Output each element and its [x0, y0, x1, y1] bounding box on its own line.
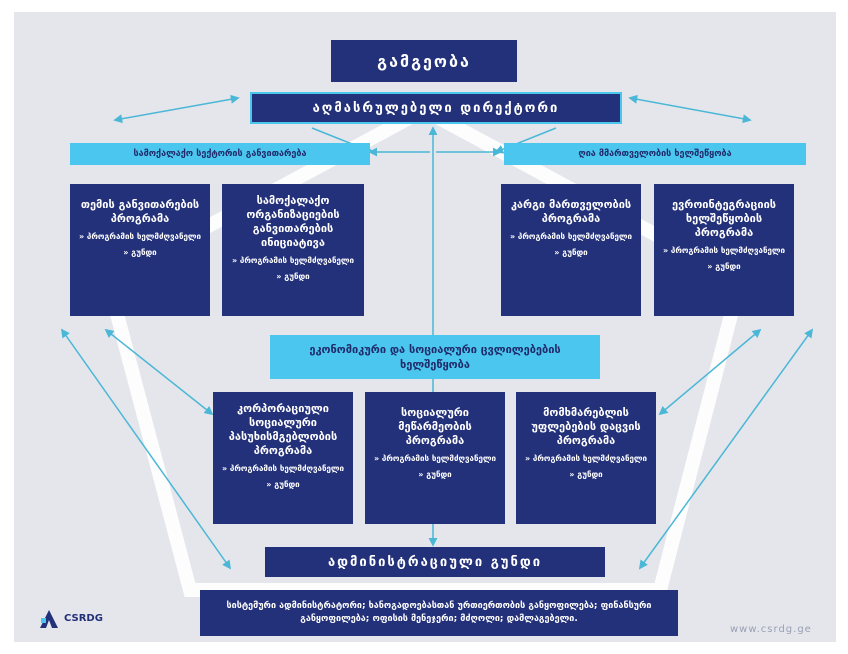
- card-title: სოციალური მეწარმეობის პროგრამა: [398, 406, 472, 447]
- card-item-manager: » პროგრამის ხელმძღვანელი: [524, 454, 648, 463]
- card-title: ევროინტეგრაციის ხელშეწყობის პროგრამა: [671, 198, 777, 239]
- admin-team-label: ადმინისტრაციული გუნდი: [327, 554, 543, 570]
- card-item-team: » გუნდი: [707, 262, 741, 271]
- csrdg-logo: CSRDG: [38, 608, 103, 630]
- program-card-cso-development: სამოქალაქო ორგანიზაციების განვითარების ი…: [222, 184, 364, 316]
- card-item-manager: » პროგრამის ხელმძღვანელი: [662, 246, 786, 255]
- card-title: სამოქალაქო ორგანიზაციების განვითარების ი…: [246, 194, 340, 249]
- executive-director-box: აღმასრულებელი დირექტორი: [250, 92, 622, 124]
- board-label: გამგეობა: [377, 51, 471, 71]
- right-branch-label: ღია მმართველობის ხელშეწყობა: [578, 149, 732, 159]
- card-item-manager: » პროგრამის ხელმძღვანელი: [231, 256, 355, 265]
- admin-details: სისტემური ადმინისტრატორი; ხანოგადოებასთა…: [226, 601, 652, 624]
- card-item-manager: » პროგრამის ხელმძღვანელი: [221, 464, 345, 473]
- center-branch-label-box: ეკონომიკური და სოციალური ცვლილებების ხელ…: [270, 335, 600, 379]
- card-item-manager: » პროგრამის ხელმძღვანელი: [373, 454, 497, 463]
- logo-mark-icon: [40, 610, 58, 628]
- executive-director-label: აღმასრულებელი დირექტორი: [312, 100, 560, 116]
- arrow-top-right: [628, 94, 752, 124]
- arrow-lower-left-outer: [60, 328, 232, 570]
- program-card-social-entrepreneurship: სოციალური მეწარმეობის პროგრამა » პროგრამ…: [365, 392, 505, 524]
- left-branch-label-box: სამოქალაქო სექტორის განვითარება: [70, 143, 370, 165]
- arrow-lower-right-outer: [638, 328, 814, 570]
- program-card-good-governance: კარგი მართველობის პროგრამა » პროგრამის ხ…: [501, 184, 641, 316]
- card-item-team: » გუნდი: [266, 480, 300, 489]
- website-link: www.csrdg.ge: [730, 624, 812, 635]
- admin-details-box: სისტემური ადმინისტრატორი; ხანოგადოებასთა…: [200, 590, 678, 636]
- card-item-team: » გუნდი: [123, 248, 157, 257]
- card-item-team: » გუნდი: [554, 248, 588, 257]
- card-title: მომხმარებლის უფლებების დაცვის პროგრამა: [531, 406, 641, 447]
- left-branch-label: სამოქალაქო სექტორის განვითარება: [133, 149, 307, 159]
- right-branch-label-box: ღია მმართველობის ხელშეწყობა: [504, 143, 806, 165]
- program-card-eu-integration: ევროინტეგრაციის ხელშეწყობის პროგრამა » პ…: [654, 184, 794, 316]
- arrow-lower-right-inner: [658, 328, 762, 416]
- program-card-consumer-rights: მომხმარებლის უფლებების დაცვის პროგრამა »…: [516, 392, 656, 524]
- card-item-manager: » პროგრამის ხელმძღვანელი: [78, 232, 202, 241]
- arrow-top-left: [113, 94, 240, 124]
- center-branch-label: ეკონომიკური და სოციალური ცვლილებების ხელ…: [309, 343, 561, 371]
- card-title: კორპორაციული სოციალური პასუხისმგებლობის …: [228, 402, 338, 457]
- card-item-team: » გუნდი: [418, 470, 452, 479]
- card-item-manager: » პროგრამის ხელმძღვანელი: [509, 232, 633, 241]
- logo-text: CSRDG: [64, 613, 103, 624]
- program-card-csr: კორპორაციული სოციალური პასუხისმგებლობის …: [213, 392, 353, 524]
- card-item-team: » გუნდი: [569, 470, 603, 479]
- admin-team-box: ადმინისტრაციული გუნდი: [265, 547, 605, 577]
- card-title: თემის განვითარების პროგრამა: [80, 198, 200, 225]
- card-title: კარგი მართველობის პროგრამა: [510, 198, 632, 225]
- board-box: გამგეობა: [331, 40, 517, 82]
- arrow-lower-left-inner: [104, 328, 214, 416]
- card-item-team: » გუნდი: [276, 272, 310, 281]
- program-card-community-development: თემის განვითარების პროგრამა » პროგრამის …: [70, 184, 210, 316]
